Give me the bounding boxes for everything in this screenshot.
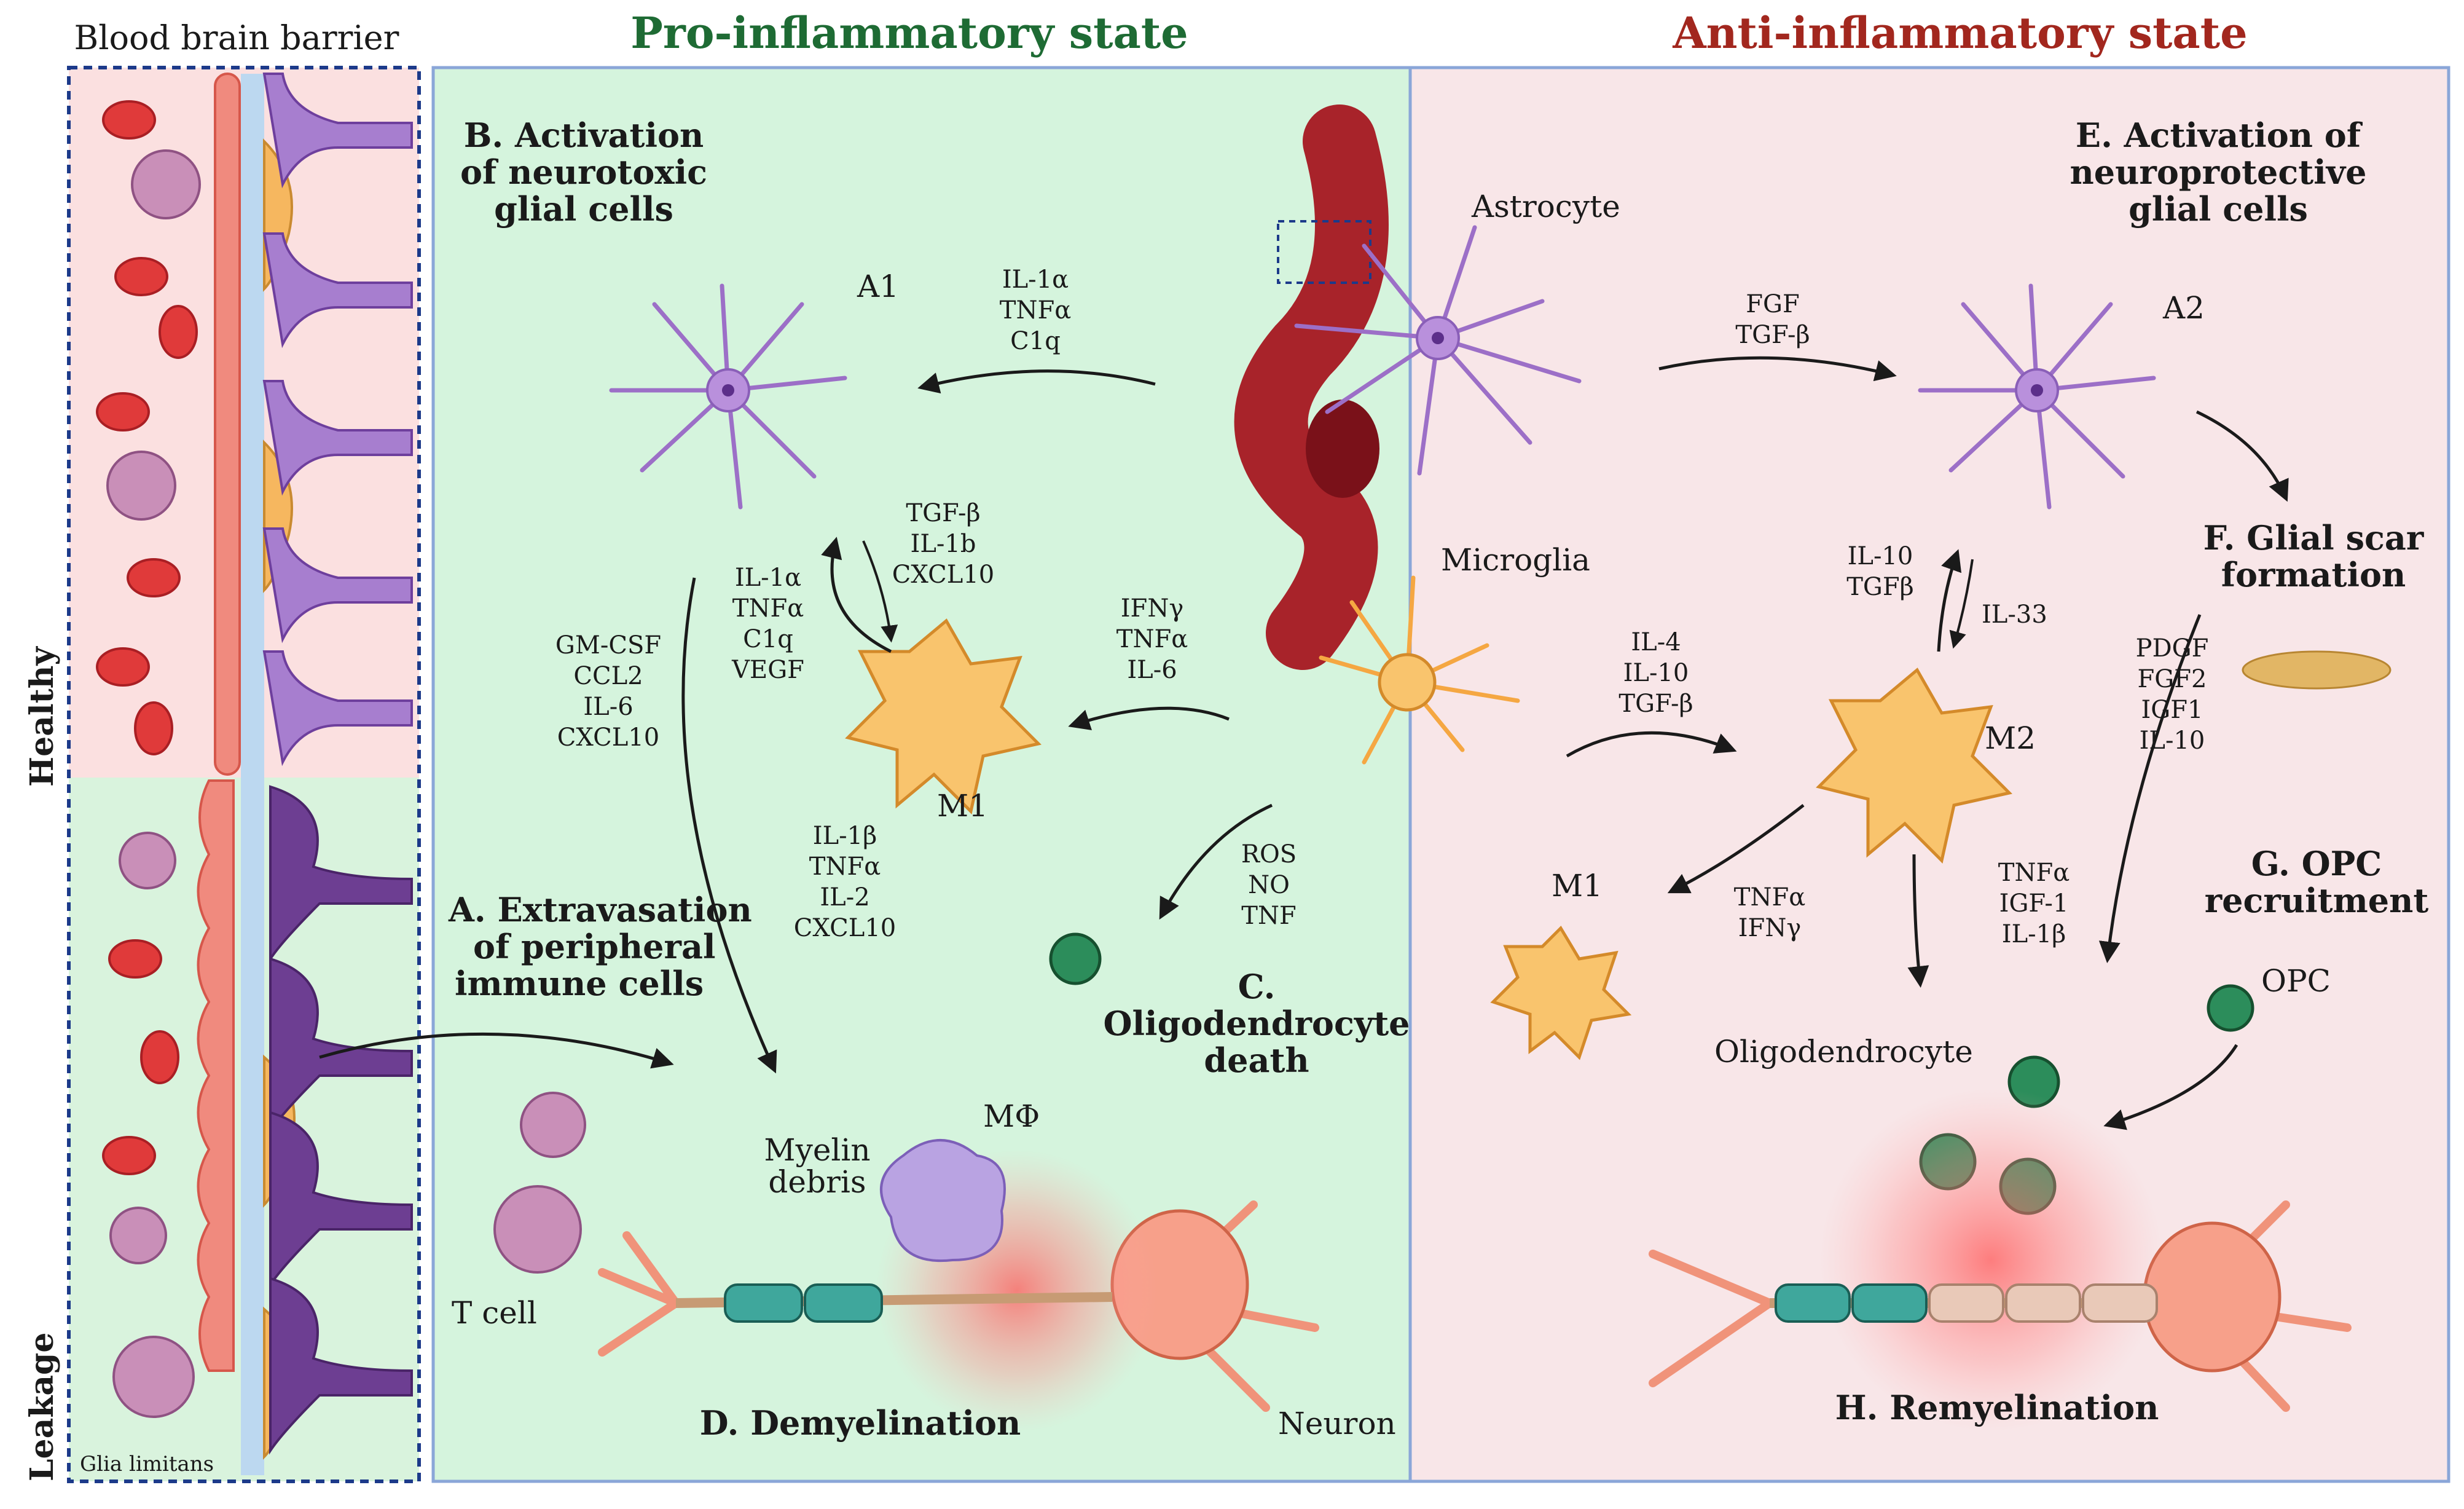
leakage-label: Leakage [23,1332,61,1481]
red-blood-cells [96,100,198,1175]
arrows [319,356,2289,1130]
basal-lamina [241,74,264,1475]
astro-endfeet [262,73,413,766]
blood-vessel [1234,104,1389,670]
label-microglia: Microglia [1441,542,1590,578]
glia-limitans-label: Glia limitans [80,1452,214,1476]
new-myelin [1928,1283,2158,1323]
bbb-title: Blood brain barrier [74,18,399,57]
label-m1-right: M1 [1552,868,1603,904]
anti-state-title: Anti-inflammatory state [1673,7,2248,58]
vessel-lumen [1306,400,1379,498]
label-a2: A2 [2163,290,2205,326]
label-oligodendrocyte: Oligodendrocyte [1714,1034,1973,1070]
heading-h: H. Remyelination [1835,1388,2159,1427]
label-a1: A1 [857,269,899,304]
arrow-a2-m2 [1949,559,1974,649]
pro-state-title: Pro-inflammatory state [630,7,1188,58]
astrocyte-shapes [609,225,2156,510]
label-opc: OPC [2261,963,2331,999]
healthy-label: Healthy [23,647,61,787]
heading-d: D. Demyelination [699,1403,1021,1443]
bbb-border [67,66,421,1483]
inflammation-glow-right [1819,1088,2163,1432]
label-t-cell: T cell [452,1295,537,1331]
label-neuron: Neuron [1278,1406,1396,1441]
leukocytes [106,149,586,1418]
astro-endfeet-dark [269,785,413,1455]
cyto-a2-to-m2: IL-33 [1982,601,2047,629]
arrow-a1-m1 [862,540,898,643]
myelin-sheaths [724,1283,1928,1323]
microglia-bodies [845,618,2012,1060]
macrophage-cell [880,1139,1006,1263]
label-astrocyte: Astrocyte [1472,189,1620,224]
microglia-shapes [1319,575,1520,765]
label-m1-left: M1 [937,788,989,824]
endothelium [197,73,241,1372]
label-m2: M2 [1985,720,2036,756]
glial-scar [2242,650,2391,690]
label-macrophage: MΦ [983,1098,1040,1134]
